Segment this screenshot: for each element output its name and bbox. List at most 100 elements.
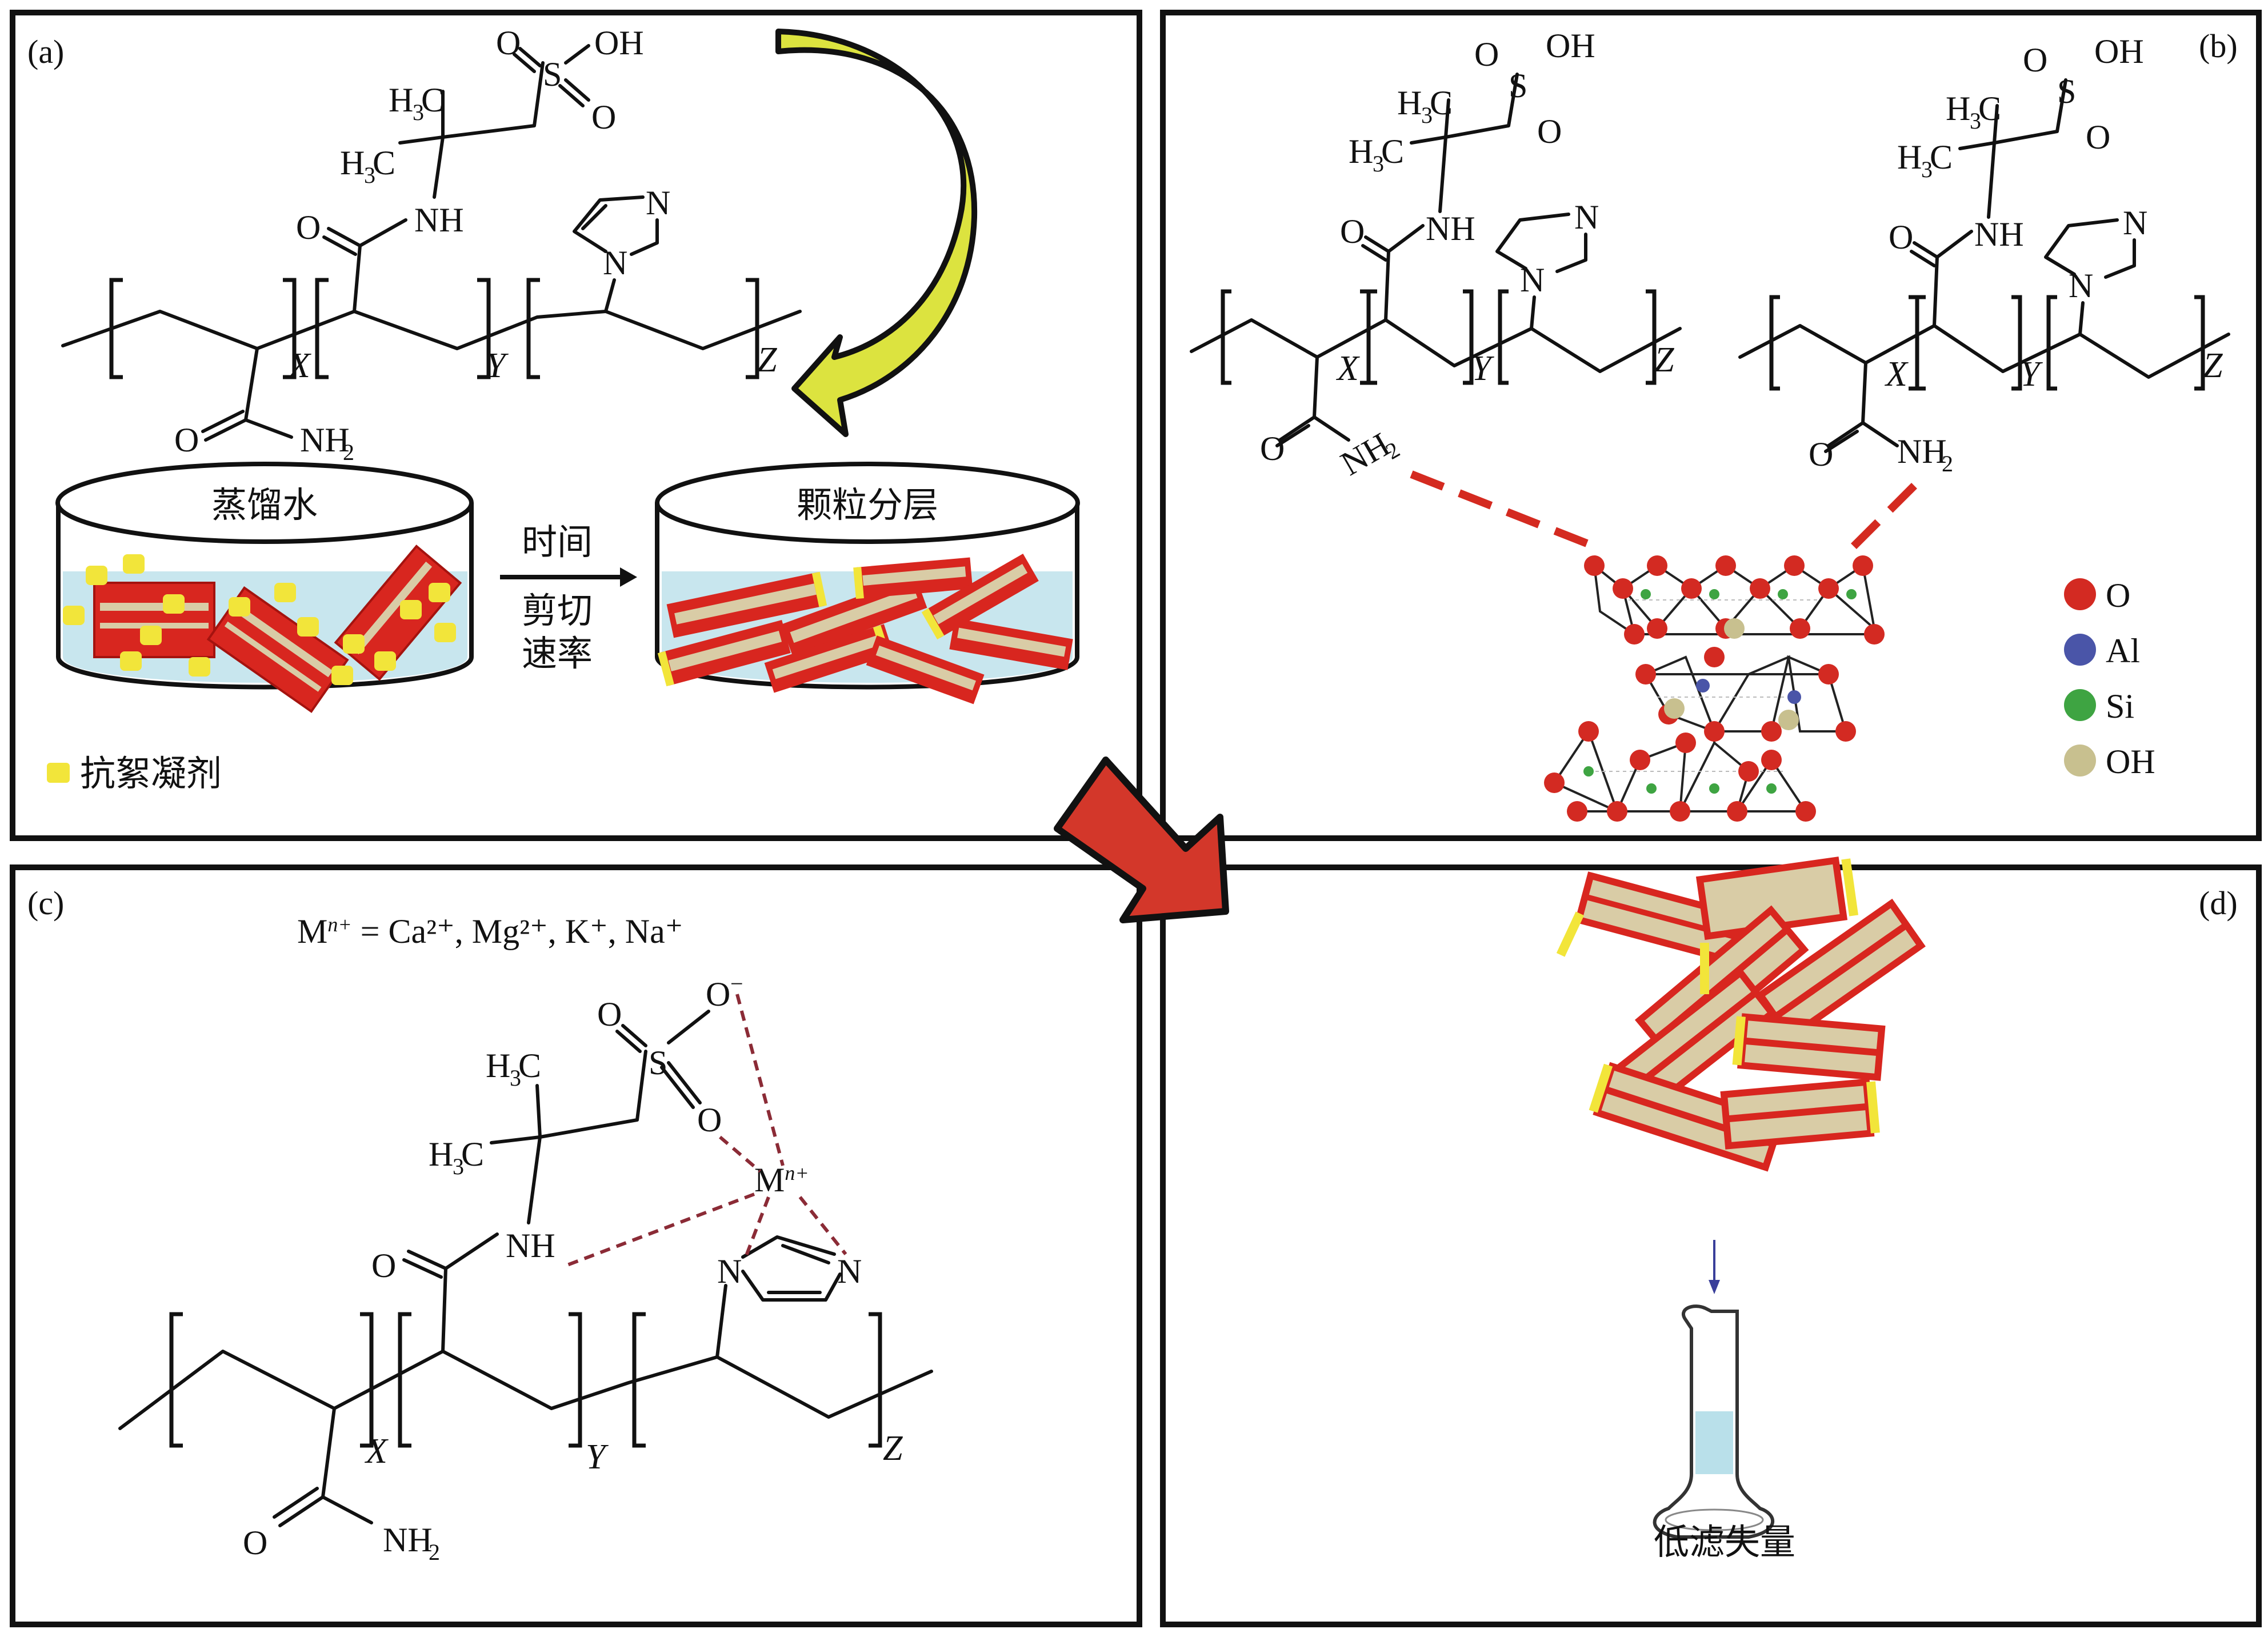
- liquid-fill: [1695, 1411, 1733, 1474]
- svg-text:3: 3: [413, 99, 424, 125]
- panel-a: (a) X Y Z O NH 2 O NH: [27, 24, 1080, 794]
- legend-swatch-anti-flocculant: [47, 763, 70, 783]
- svg-text:O: O: [1889, 218, 1913, 256]
- svg-text:Y: Y: [2020, 355, 2043, 394]
- svg-text:C: C: [1978, 90, 2001, 127]
- legend-label-al: Al: [2106, 632, 2140, 670]
- svg-text:O: O: [591, 98, 616, 136]
- svg-text:N: N: [717, 1252, 742, 1290]
- bracket-x: [109, 278, 297, 379]
- svg-text:N: N: [2123, 204, 2147, 242]
- silicon-atoms: [1583, 589, 1857, 794]
- legend-label-o: O: [2106, 577, 2130, 614]
- svg-text:N: N: [1574, 198, 1599, 236]
- svg-text:O: O: [2086, 118, 2110, 156]
- atom-nh: NH: [414, 201, 464, 239]
- svg-text:N: N: [603, 244, 627, 282]
- result-label: 低滤失量: [1654, 1521, 1795, 1563]
- bracket-z: [526, 278, 759, 379]
- polymer-structure-b-left: X Y Z O NH 2 O NH H 3 C H 3 C: [1190, 27, 1682, 483]
- svg-text:O: O: [1474, 35, 1499, 73]
- svg-text:2: 2: [343, 439, 354, 465]
- graduated-cylinder-icon: [1653, 1304, 1775, 1539]
- panel-a-label: (a): [27, 33, 64, 70]
- atom-s: S: [543, 55, 562, 93]
- svg-text:OH: OH: [594, 24, 644, 62]
- process-label-rate: 速率: [522, 633, 593, 674]
- svg-text:H: H: [1349, 133, 1373, 170]
- svg-text:H: H: [486, 1047, 510, 1084]
- clay-lattice: [1544, 555, 1885, 822]
- svg-text:X: X: [364, 1432, 389, 1471]
- svg-text:C: C: [373, 144, 395, 182]
- svg-text:NH: NH: [1426, 210, 1475, 247]
- legend-swatch-si: [2064, 689, 2096, 721]
- svg-text:2: 2: [1942, 451, 1953, 477]
- atom-nh2: NH: [300, 421, 350, 459]
- process-label-shear: 剪切: [522, 590, 593, 631]
- beaker-layered-particles: 颗粒分层: [655, 462, 1080, 705]
- svg-text:S: S: [2057, 73, 2076, 110]
- legend-label-si: Si: [2106, 687, 2134, 725]
- svg-text:H: H: [1897, 138, 1922, 176]
- polymer-structure-b-right: X Y Z O NH 2 O NH H 3 C H 3 C S O: [1738, 33, 2230, 477]
- clay-stacks: [93, 545, 462, 713]
- panel-c-frame: [10, 864, 1142, 1627]
- panel-c-label: (c): [27, 884, 64, 922]
- svg-text:3: 3: [1970, 108, 1981, 134]
- svg-text:Y: Y: [1471, 349, 1494, 388]
- svg-text:O: O: [697, 1101, 722, 1139]
- svg-text:H: H: [389, 81, 413, 119]
- svg-text:2: 2: [429, 1539, 440, 1565]
- coordination-bonds: [565, 994, 847, 1267]
- svg-text:O: O: [706, 975, 730, 1013]
- hydroxyl-atoms: [1664, 618, 1799, 730]
- svg-text:N: N: [837, 1252, 862, 1290]
- panel-d-label: (d): [2199, 884, 2238, 922]
- svg-text:H: H: [1946, 90, 1970, 127]
- hydrogen-bond-right: [1849, 483, 1917, 551]
- svg-text:O: O: [243, 1524, 267, 1562]
- atom-o: O: [296, 209, 321, 246]
- panel-d: (d) 低滤失量: [1556, 856, 2238, 1563]
- svg-text:Z: Z: [883, 1429, 903, 1468]
- svg-text:H: H: [1397, 84, 1422, 122]
- svg-text:C: C: [518, 1047, 541, 1084]
- panel-a-frame: [10, 10, 1142, 841]
- panel-b: (b) X Y Z O NH 2 O NH: [1190, 27, 2238, 822]
- svg-text:NH: NH: [506, 1227, 555, 1264]
- svg-text:S: S: [1509, 67, 1527, 105]
- svg-text:O: O: [2023, 41, 2047, 79]
- curved-arrow-icon: [775, 29, 978, 437]
- svg-text:OH: OH: [2094, 33, 2144, 70]
- svg-text:C: C: [421, 81, 444, 119]
- legend-swatch-o: [2064, 578, 2096, 610]
- legend-swatch-al: [2064, 634, 2096, 666]
- svg-text:Z: Z: [2203, 346, 2223, 385]
- svg-text:3: 3: [1373, 151, 1384, 177]
- svg-text:S: S: [649, 1044, 667, 1082]
- svg-text:C: C: [461, 1135, 484, 1173]
- svg-text:NH: NH: [1974, 215, 2024, 253]
- beaker-distilled-water: 蒸馏水: [55, 462, 474, 713]
- legend-label-oh: OH: [2106, 743, 2155, 781]
- layered-clay-platelets: [657, 554, 1073, 705]
- polymer-structure-a: X Y Z O NH 2 O NH H 3 C H 3: [61, 24, 802, 465]
- aluminum-atoms: [1696, 679, 1801, 704]
- svg-text:H: H: [429, 1135, 453, 1173]
- svg-text:NH: NH: [1897, 433, 1947, 470]
- svg-text:H: H: [340, 144, 365, 182]
- legend-label-anti-flocculant: 抗絮凝剂: [80, 753, 222, 794]
- hydrogen-bond-left: [1410, 470, 1602, 553]
- subscript-z: Z: [757, 341, 777, 379]
- svg-text:O: O: [1260, 430, 1285, 467]
- polymer-structure-c: X Y Z O NH 2 O NH H 3 C H 3 C: [118, 971, 933, 1565]
- svg-text:3: 3: [510, 1065, 521, 1091]
- svg-text:C: C: [1930, 138, 1953, 176]
- svg-text:O: O: [1809, 435, 1833, 473]
- svg-text:C: C: [1381, 133, 1404, 170]
- svg-text:OH: OH: [1546, 27, 1595, 65]
- metal-ion: Mn+: [754, 1161, 809, 1199]
